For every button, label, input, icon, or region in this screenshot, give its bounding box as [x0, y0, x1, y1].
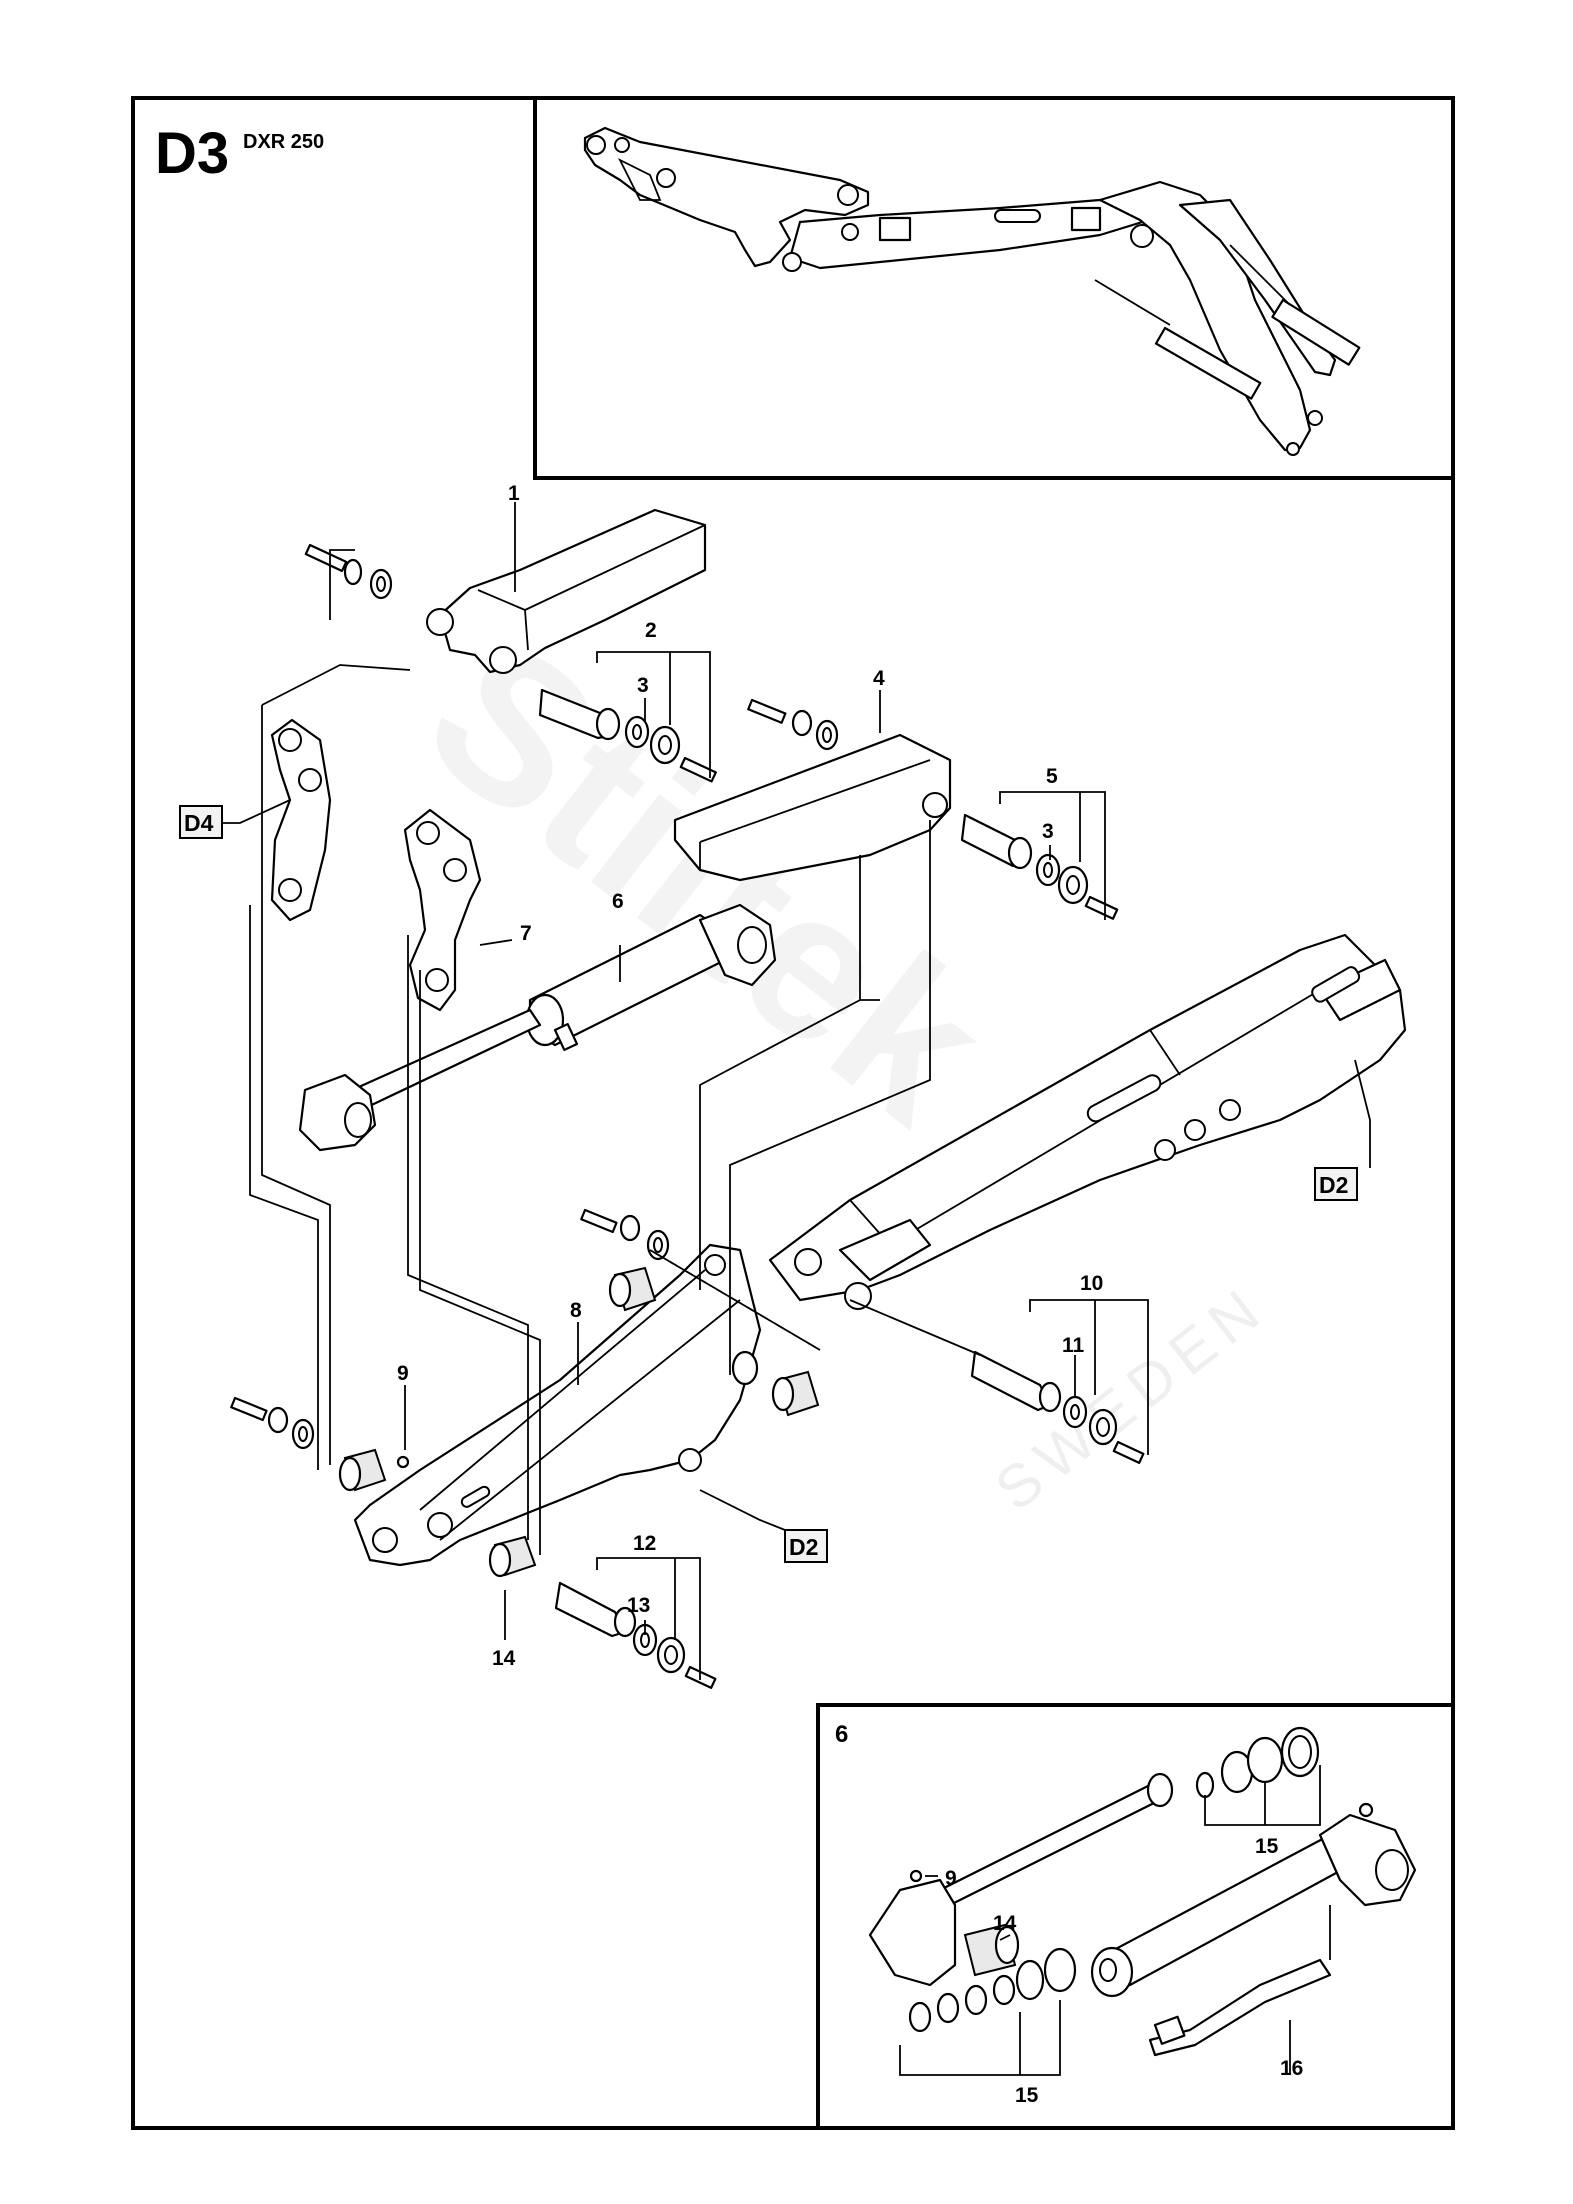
part-8-lower-arm — [353, 1243, 762, 1567]
inset-detail-label: 6 — [835, 1721, 848, 1748]
main-boom — [768, 933, 1407, 1310]
part-2-pin-upper — [538, 688, 717, 783]
inset-callout-16: 16 — [1280, 2057, 1303, 2080]
overview-inset-frame — [533, 96, 1455, 480]
callout-10: 10 — [1080, 1272, 1103, 1295]
part-5-pin — [960, 813, 1119, 920]
ref-box-d4 — [179, 805, 223, 839]
part-4-cross-member — [673, 733, 952, 882]
overview-arm-drawing — [583, 126, 1361, 456]
callout-labels: 1 2 3 4 5 3 6 7 8 9 10 11 12 13 14 — [397, 482, 1103, 1670]
callout-2: 2 — [645, 619, 657, 642]
misc-fasteners — [230, 1208, 670, 1469]
callout-3-right: 3 — [1042, 820, 1054, 843]
part-4-fasteners — [747, 698, 839, 751]
ref-d4: D4 — [184, 810, 214, 836]
bushings — [338, 1266, 820, 1578]
callout-7: 7 — [520, 922, 532, 945]
reference-boxes: D4 D2 D2 — [179, 805, 1358, 1563]
part-1-upper-link — [426, 508, 707, 674]
part-6-cylinder — [298, 903, 777, 1152]
inset-leaders — [899, 1765, 1331, 2076]
inset-callout-14: 14 — [993, 1912, 1017, 1935]
ref-box-d2-bottom — [784, 1529, 828, 1563]
ref-box-d2-right — [1314, 1167, 1358, 1201]
callout-1: 1 — [508, 482, 520, 505]
callout-9: 9 — [397, 1362, 409, 1385]
ref-d2-right: D2 — [1319, 1172, 1348, 1198]
model-name: DXR 250 — [243, 131, 324, 153]
callout-11: 11 — [1062, 1334, 1085, 1357]
callout-12: 12 — [633, 1532, 656, 1555]
cylinder-detail: 6 — [835, 1721, 1417, 2107]
callout-leaders — [220, 502, 1371, 1680]
assembly-lines — [249, 549, 981, 1555]
callout-13: 13 — [627, 1594, 650, 1617]
inset-callout-15-bottom: 15 — [1015, 2084, 1039, 2107]
callout-6: 6 — [612, 890, 624, 913]
main-exploded-view: 1 2 3 4 5 3 6 7 8 9 10 11 12 13 14 D4 D2… — [179, 482, 1407, 1689]
callout-3-upper: 3 — [637, 674, 649, 697]
inset-callout-9: 9 — [945, 1867, 957, 1890]
part-10-pin — [970, 1350, 1145, 1464]
callout-5: 5 — [1046, 765, 1058, 788]
section-code: D3 — [155, 121, 229, 186]
inset-callout-15-top: 15 — [1255, 1835, 1279, 1858]
callout-8: 8 — [570, 1299, 582, 1322]
callout-14: 14 — [492, 1647, 516, 1670]
part-7-plates — [270, 718, 482, 1012]
callout-4: 4 — [873, 667, 885, 690]
ref-d2-bottom: D2 — [789, 1534, 818, 1560]
cylinder-detail-inset-frame — [816, 1703, 1455, 2130]
part-1-fasteners — [304, 543, 393, 600]
